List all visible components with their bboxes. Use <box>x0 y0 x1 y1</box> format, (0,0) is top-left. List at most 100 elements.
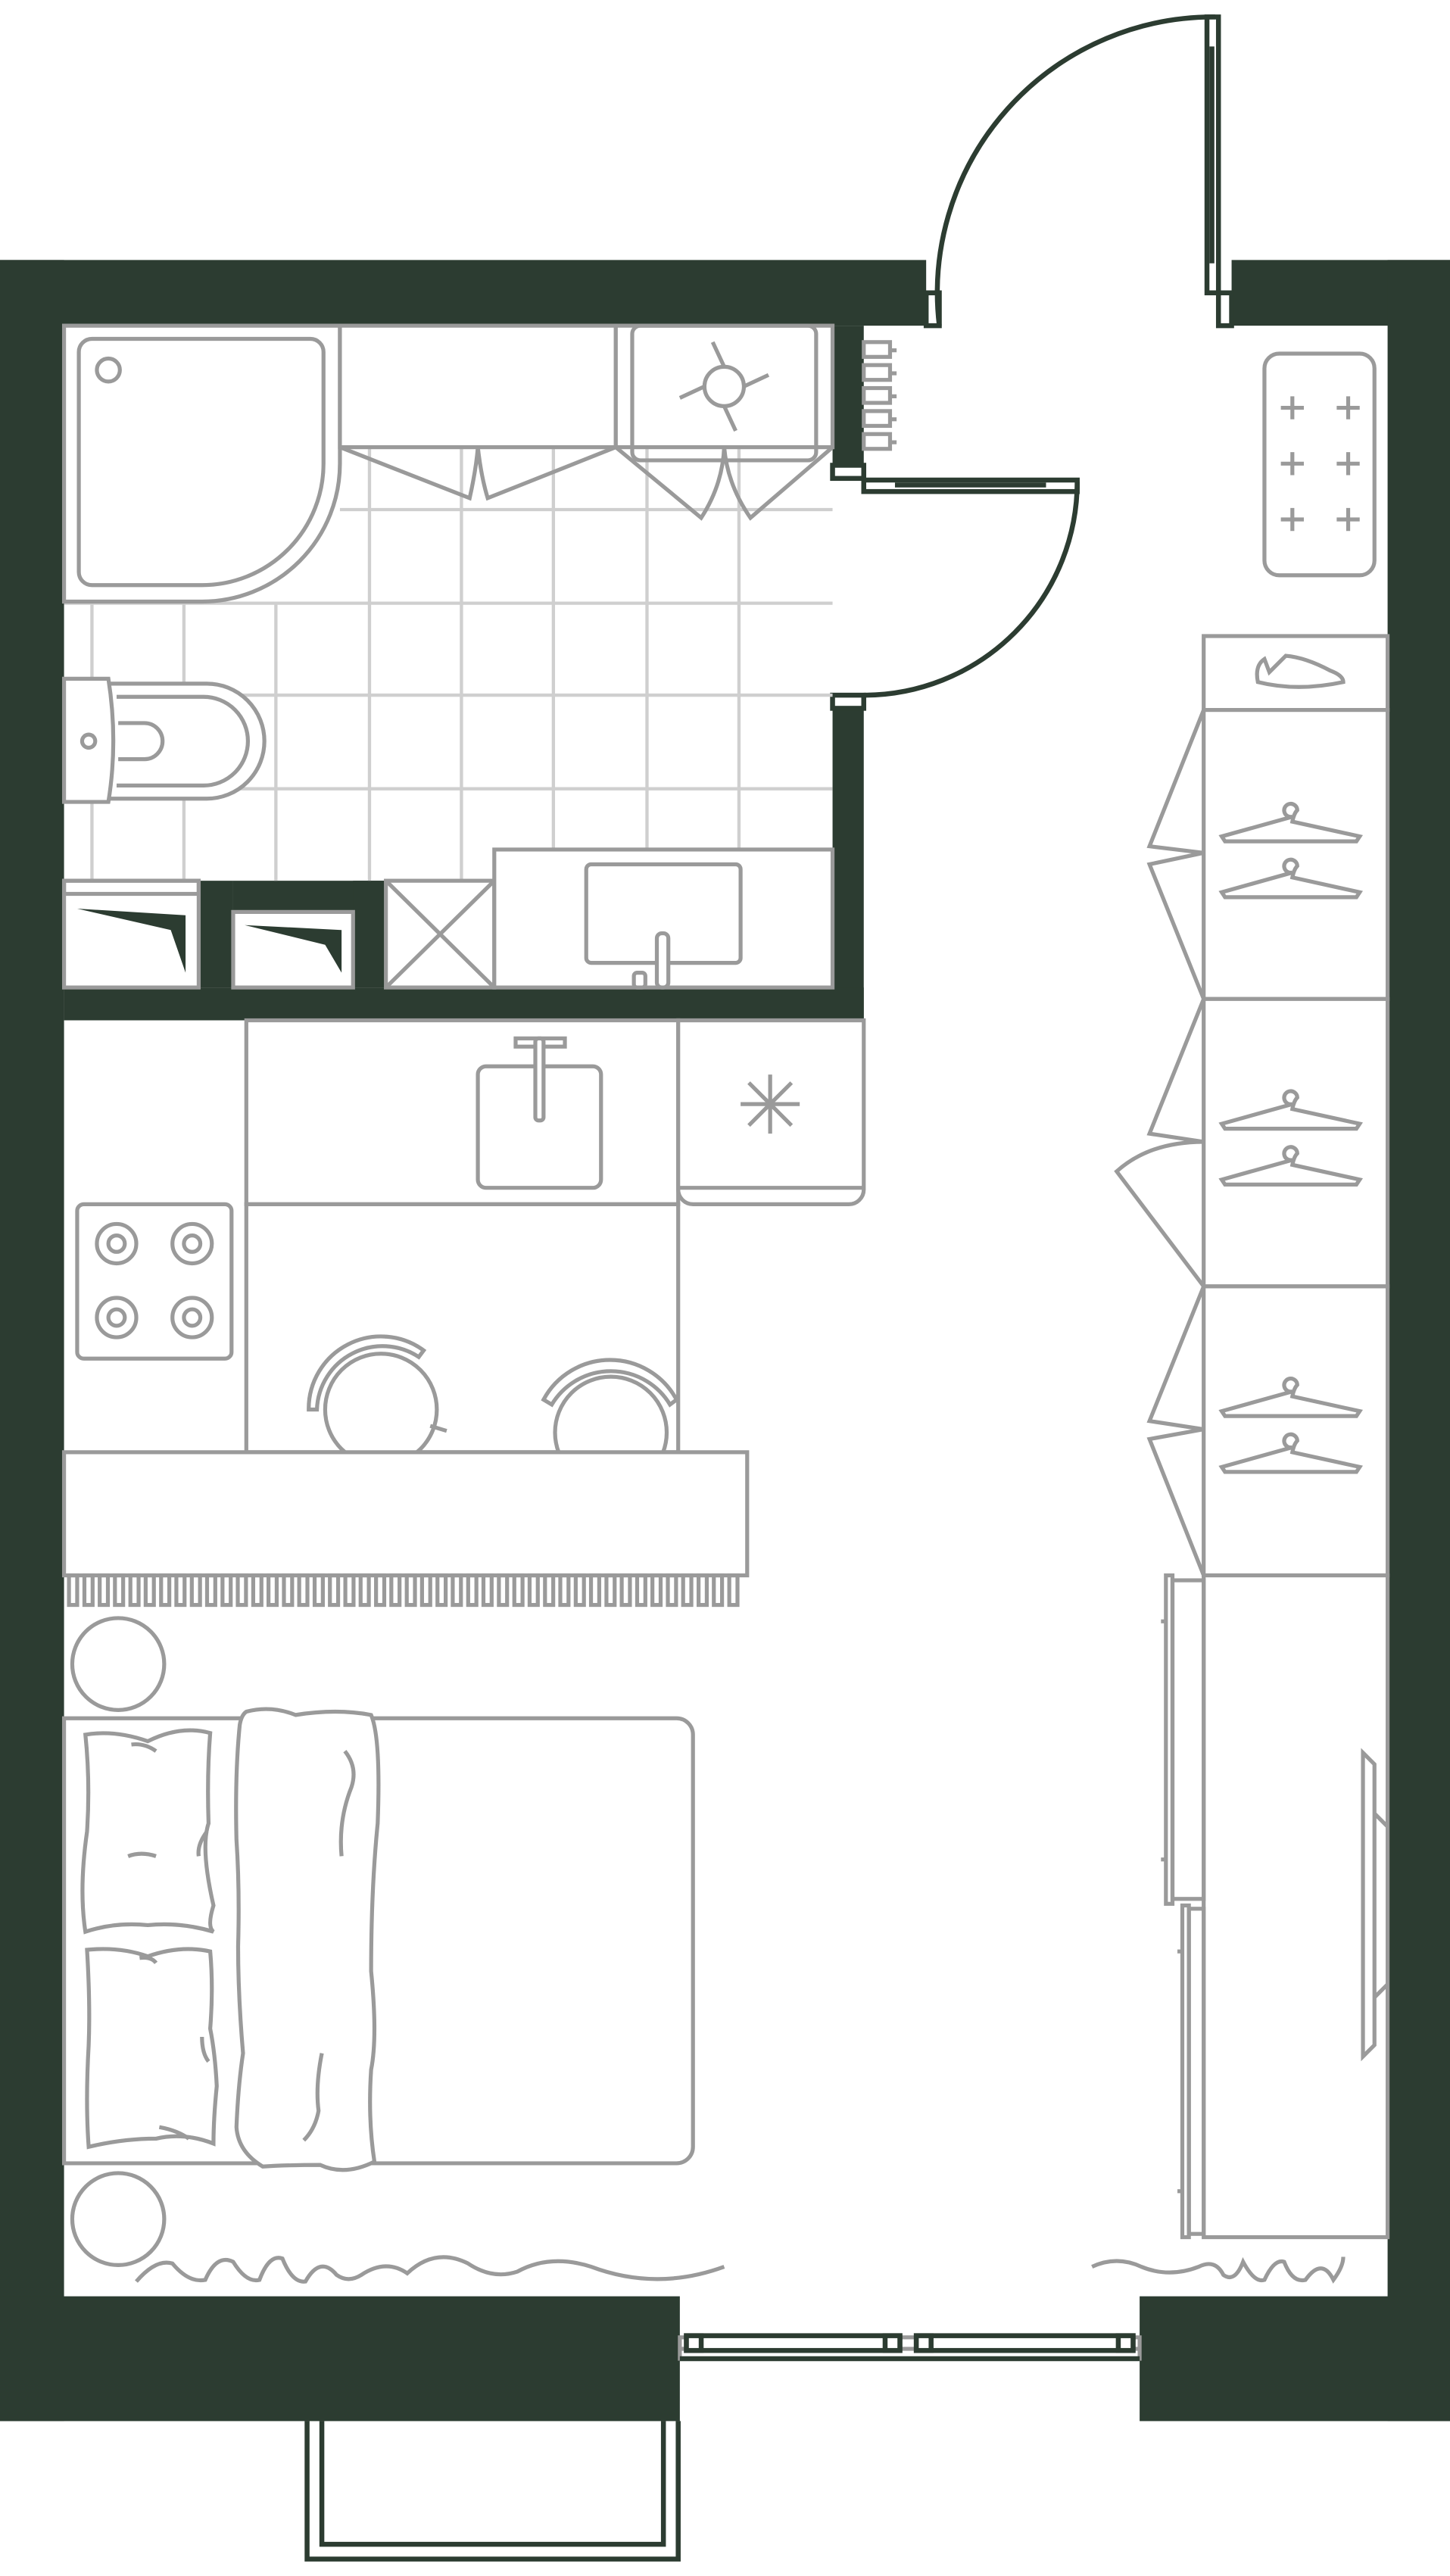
wardrobe-icon <box>1146 1284 1390 1578</box>
rug-fringe <box>619 1573 632 1608</box>
shaft-pillar-3 <box>353 881 386 988</box>
nightstand-icon <box>70 2171 167 2268</box>
rug-fringe <box>727 1573 740 1608</box>
rug-fringe <box>497 1573 510 1608</box>
towel-radiator-icon <box>384 340 897 990</box>
shaft <box>61 878 355 990</box>
hanger-icon <box>1218 801 1363 844</box>
rug-fringe <box>251 1573 263 1608</box>
window-icon <box>678 2333 1142 2362</box>
hanger-icon <box>1218 1432 1363 1474</box>
rug-fringe <box>404 1573 417 1608</box>
rug-fringe <box>712 1573 725 1608</box>
toilet-icon <box>61 676 267 804</box>
rug-fringe <box>82 1573 95 1608</box>
rug-fringe <box>282 1573 295 1608</box>
bathroom-door[interactable] <box>830 463 1080 711</box>
bathroom <box>61 323 897 990</box>
rug-fringe <box>204 1573 217 1608</box>
wardrobe-sliding-icon <box>1161 1573 1390 2240</box>
shower-icon <box>61 323 342 604</box>
hanger-icon <box>1218 1089 1363 1131</box>
rug-fringe <box>343 1573 356 1608</box>
rug-fringe <box>235 1573 248 1608</box>
rug-fringe <box>527 1573 540 1608</box>
rug-fringe <box>573 1573 586 1608</box>
mirror-icon <box>1361 1748 1377 2062</box>
rug-fringe <box>451 1573 463 1608</box>
wardrobe-icon <box>1146 707 1390 1001</box>
rug-fringe <box>220 1573 233 1608</box>
hanger-icon <box>1218 1377 1363 1418</box>
shoe-icon <box>1255 653 1346 689</box>
living-bedroom <box>61 1616 1346 2284</box>
hanger-icon <box>1218 1145 1363 1187</box>
washing-machine-icon <box>613 323 835 521</box>
rug-fringe <box>558 1573 571 1608</box>
right-wall <box>1387 260 1450 2422</box>
rug-fringe <box>604 1573 617 1608</box>
door-swing-arc <box>934 14 1215 326</box>
entrance-door[interactable] <box>923 14 1234 329</box>
rug-fringe <box>113 1573 126 1608</box>
rug-fringe <box>666 1573 678 1608</box>
bed-icon <box>61 1707 695 2172</box>
nightstand-icon <box>70 1616 167 1712</box>
rug-fringe <box>419 1573 432 1608</box>
rug-fringe <box>435 1573 448 1608</box>
counter <box>244 1018 681 1206</box>
rug-fringe <box>512 1573 525 1608</box>
rug-fringe <box>543 1573 556 1608</box>
rug-fringe <box>588 1573 601 1608</box>
pillow-icon <box>80 1728 216 1935</box>
rug-fringe <box>328 1573 341 1608</box>
rug-edge-icon <box>135 2255 725 2284</box>
rug-edge-icon <box>1091 2256 1346 2284</box>
rug-fringe <box>67 1573 80 1608</box>
rug-fringe <box>174 1573 187 1608</box>
bathroom-sink-icon <box>492 847 835 990</box>
door-jamb-bottom <box>830 692 867 711</box>
kitchen-sink-icon <box>476 1036 603 1190</box>
rug-fringe <box>389 1573 402 1608</box>
left-wall <box>0 260 64 2422</box>
door-swing-arc <box>863 482 1080 698</box>
hanger-icon <box>1218 857 1363 900</box>
hallway <box>1114 351 1390 2240</box>
rug-fringe <box>159 1573 172 1608</box>
rug-fringe <box>189 1573 202 1608</box>
wardrobe-icon <box>1114 996 1390 1289</box>
bottom-wall-right <box>1140 2296 1450 2422</box>
radiator-icon <box>1262 351 1377 578</box>
rug-icon <box>67 1573 740 1608</box>
chair-icon <box>307 1334 447 1467</box>
rug-fringe <box>266 1573 279 1608</box>
rug-fringe <box>374 1573 387 1608</box>
fridge-icon <box>676 1018 866 1206</box>
rug-fringe <box>98 1573 111 1608</box>
rug-fringe <box>297 1573 310 1608</box>
rug-fringe <box>650 1573 663 1608</box>
bathroom-partition-upper <box>832 326 864 466</box>
top-wall-left <box>0 260 927 326</box>
balcony <box>304 2421 681 2562</box>
rug-fringe <box>312 1573 325 1608</box>
shoe-rack <box>1202 634 1390 713</box>
blanket-icon <box>234 1707 381 2172</box>
shaft-pillar-1 <box>198 881 233 988</box>
door-jamb-top <box>830 463 867 482</box>
rug-fringe <box>466 1573 479 1608</box>
rug-fringe <box>128 1573 141 1608</box>
rug-fringe <box>481 1573 494 1608</box>
walls <box>0 260 1450 2422</box>
cabinet-doors <box>338 323 618 501</box>
rug-fringe <box>358 1573 371 1608</box>
bar-counter <box>61 1450 750 1578</box>
bathroom-bottom-wall <box>64 987 864 1021</box>
rug-fringe <box>696 1573 709 1608</box>
bathroom-partition-lower <box>832 708 864 1021</box>
cooktop-icon <box>75 1202 234 1361</box>
rug-fringe <box>681 1573 694 1608</box>
kitchen <box>61 1018 866 1608</box>
